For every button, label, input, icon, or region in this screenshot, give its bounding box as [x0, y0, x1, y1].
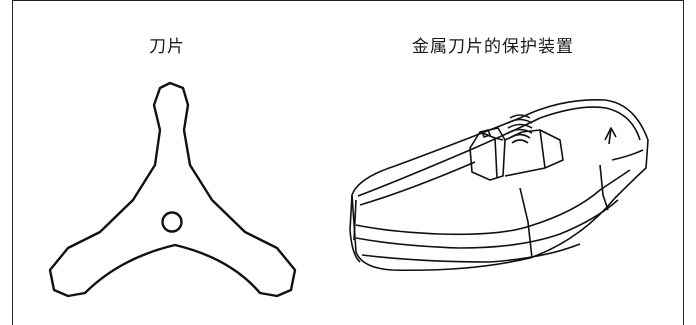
guard-outer-shell — [351, 99, 649, 272]
blade-outline — [48, 81, 297, 298]
blade-guard-drawing — [349, 99, 649, 272]
three-arm-blade-drawing — [48, 81, 297, 298]
blade-guard-caption: 金属刀片的保护装置 — [412, 37, 574, 57]
blade-caption: 刀片 — [149, 37, 185, 57]
blade-center-hole — [161, 211, 183, 233]
figure-frame — [12, 0, 684, 325]
guard-spring — [507, 114, 533, 144]
rotation-arrow-icon — [604, 127, 617, 145]
